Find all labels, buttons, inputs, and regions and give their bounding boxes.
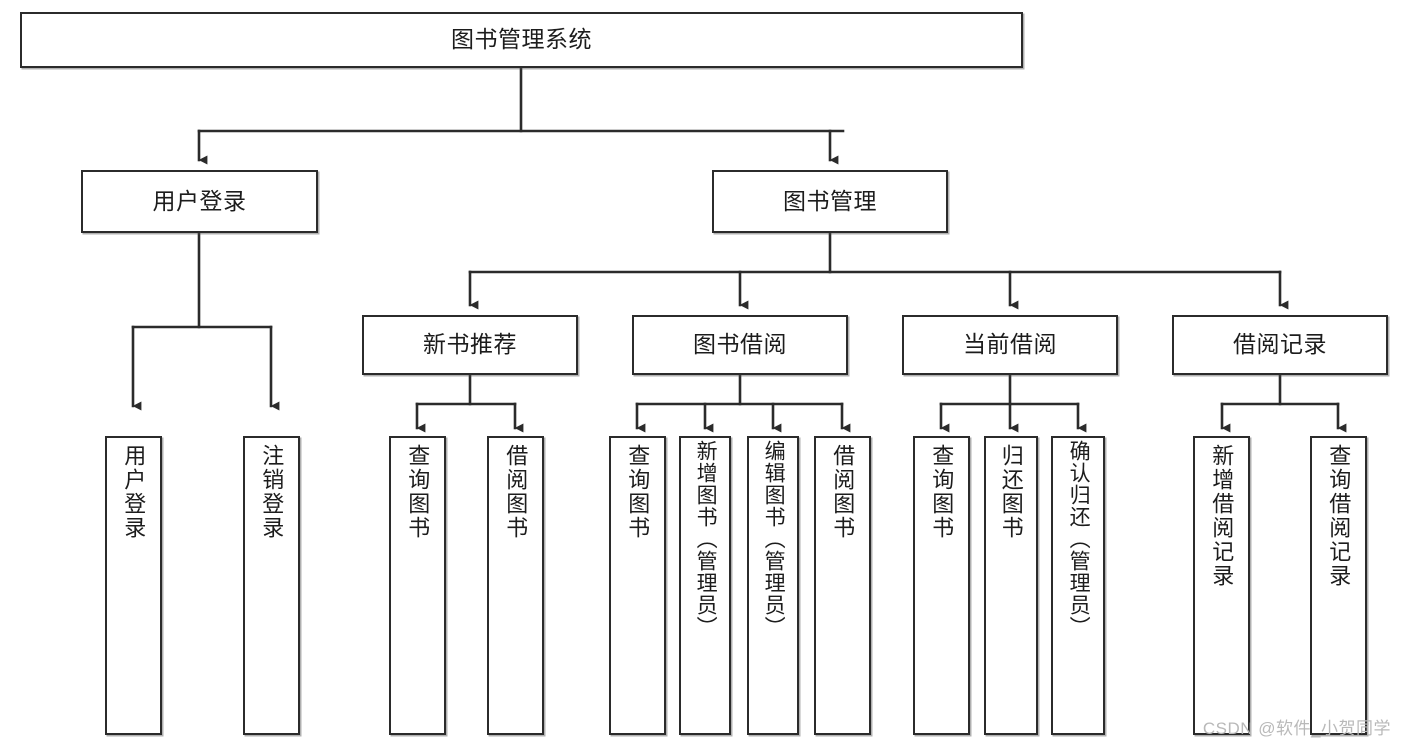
node-label: 用户登录 <box>152 187 247 214</box>
node-label: 借阅记录 <box>1233 331 1327 358</box>
leaf-user-login[interactable]: 用户登录 <box>105 436 162 735</box>
node-new-book-recommend[interactable]: 新书推荐 <box>362 315 578 375</box>
node-label: 新书推荐 <box>423 331 517 358</box>
leaf-query-book-recommend[interactable]: 查询图书 <box>389 436 446 735</box>
node-book-borrow[interactable]: 图书借阅 <box>632 315 848 375</box>
node-label: 借阅图书 <box>830 444 856 540</box>
leaf-borrow-book[interactable]: 借阅图书 <box>814 436 871 735</box>
node-label: 借阅图书 <box>503 444 529 540</box>
node-label: 确认归还（管理员） <box>1067 440 1091 638</box>
node-label: 图书借阅 <box>693 331 787 358</box>
node-label: 图书管理 <box>783 187 877 214</box>
node-label: 查询图书 <box>929 444 955 540</box>
node-label: 编辑图书（管理员） <box>762 440 786 638</box>
leaf-return-book[interactable]: 归还图书 <box>984 436 1038 735</box>
node-label: 查询图书 <box>405 444 431 540</box>
node-label: 当前借阅 <box>963 331 1057 358</box>
node-label: 新增图书（管理员） <box>694 440 718 638</box>
node-label: 查询图书 <box>625 444 651 540</box>
node-current-borrow[interactable]: 当前借阅 <box>902 315 1118 375</box>
leaf-borrow-book-recommend[interactable]: 借阅图书 <box>487 436 544 735</box>
node-label: 注销登录 <box>259 444 285 540</box>
leaf-edit-book-admin[interactable]: 编辑图书（管理员） <box>747 436 799 735</box>
node-label: 图书管理系统 <box>451 26 592 53</box>
leaf-query-borrow-record[interactable]: 查询借阅记录 <box>1310 436 1367 735</box>
node-book-management[interactable]: 图书管理 <box>712 170 948 233</box>
node-label: 新增借阅记录 <box>1209 444 1235 588</box>
node-label: 用户登录 <box>121 444 147 540</box>
leaf-query-book-borrow[interactable]: 查询图书 <box>609 436 666 735</box>
node-borrow-record[interactable]: 借阅记录 <box>1172 315 1388 375</box>
leaf-query-book-current[interactable]: 查询图书 <box>913 436 970 735</box>
csdn-watermark: CSDN @软件_小贺同学 <box>1202 719 1391 738</box>
node-label: 归还图书 <box>998 444 1024 540</box>
node-user-login[interactable]: 用户登录 <box>81 170 318 233</box>
node-label: 查询借阅记录 <box>1326 444 1352 588</box>
leaf-add-book-admin[interactable]: 新增图书（管理员） <box>679 436 731 735</box>
leaf-confirm-return-admin[interactable]: 确认归还（管理员） <box>1051 436 1105 735</box>
leaf-add-borrow-record[interactable]: 新增借阅记录 <box>1193 436 1250 735</box>
leaf-user-logout[interactable]: 注销登录 <box>243 436 300 735</box>
node-root-system[interactable]: 图书管理系统 <box>20 12 1023 68</box>
